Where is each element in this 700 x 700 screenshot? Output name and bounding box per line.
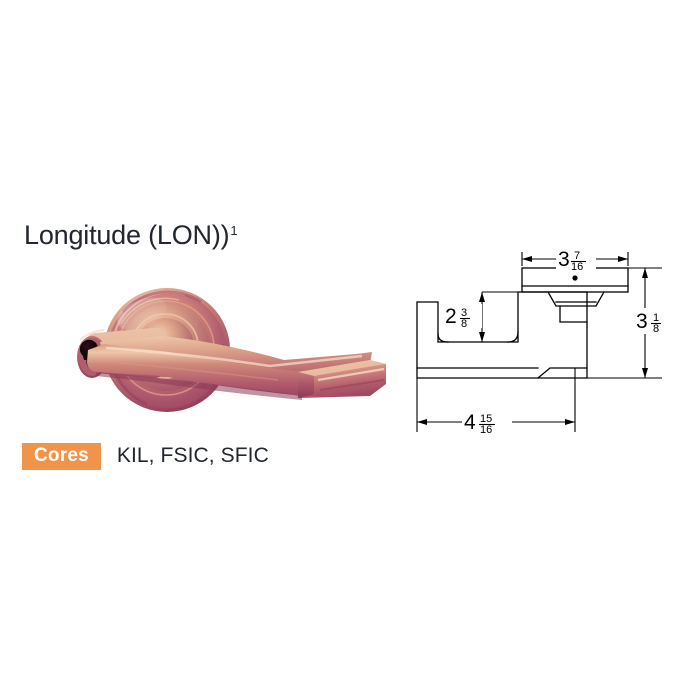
dim-height-den: 8 [653,323,659,335]
cores-badge: Cores [22,442,101,470]
cores-value: KIL, FSIC, SFIC [116,444,269,467]
page-title: Longitude (LON))1 [24,220,238,250]
dim-rose-width-num: 7 [574,250,580,262]
dim-height-whole: 3 [636,310,648,333]
product-name-footnote-marker: ) [220,220,230,250]
lever-profile-outline [416,291,588,379]
dimension-overall-height-label: 3 1 8 [633,308,677,335]
technical-drawing: 3 7 16 2 3 8 [400,250,700,460]
dim-projection-whole: 4 [464,411,476,434]
dim-rose-width-den: 16 [571,261,583,273]
dim-height-num: 1 [653,312,659,324]
dimension-rose-width-label: 3 7 16 [556,250,596,273]
dim-clearance-den: 8 [461,318,467,330]
product-name: Longitude (LON) [24,220,221,250]
rose-hub [547,291,605,307]
lever-end-block [298,360,386,398]
cores-row: Cores KIL, FSIC, SFIC [22,442,269,470]
product-photo [70,272,390,437]
dim-clearance-num: 3 [461,307,467,319]
dimension-lever-projection-label: 4 15 16 [462,411,512,436]
rose-center-dot [572,275,578,281]
dim-rose-width-whole: 3 [558,250,570,271]
lever-arm-top [100,336,372,374]
dim-projection-den: 16 [480,424,492,436]
dim-projection-num: 15 [480,413,492,425]
footnote-superscript: 1 [230,223,238,238]
dim-clearance-whole: 2 [445,305,457,328]
dimension-lever-clearance-label: 2 3 8 [444,304,482,330]
